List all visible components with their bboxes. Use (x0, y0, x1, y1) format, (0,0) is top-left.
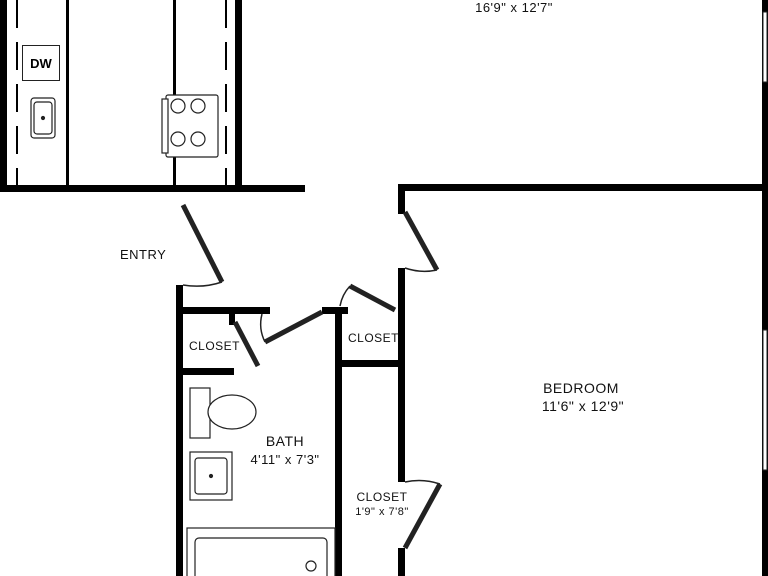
wall (335, 307, 342, 576)
bedroom-door (402, 210, 440, 272)
dishwasher: DW (22, 45, 60, 81)
door-swing (339, 285, 351, 307)
wall (235, 0, 242, 186)
wall (66, 0, 69, 186)
windows (762, 11, 768, 471)
wall (398, 548, 405, 576)
window (762, 329, 768, 471)
fixtures (30, 94, 336, 576)
door-swing (404, 267, 438, 273)
wall (398, 268, 405, 482)
door-swing (182, 281, 223, 287)
wall (342, 360, 398, 367)
entry-label: ENTRY (120, 247, 167, 262)
bedroom-closet-dimensions: 1'9" x 7'8" (355, 506, 409, 518)
toilet-tank (189, 387, 211, 439)
wall (398, 184, 405, 214)
door-swing (404, 479, 441, 485)
hall-closet-label: CLOSET (348, 331, 400, 345)
toilet-bowl (207, 394, 257, 430)
bath-closet-label: CLOSET (189, 339, 241, 353)
wall (0, 185, 305, 192)
wall (173, 0, 176, 186)
closet-door (232, 320, 261, 368)
wall (176, 307, 270, 314)
entry-door (180, 203, 225, 284)
bedroom-closet-label: CLOSET (356, 490, 408, 504)
living-room-dimensions: 16'9" x 12'7" (475, 0, 553, 15)
bedroom-label: BEDROOM (543, 380, 619, 396)
window (762, 11, 768, 83)
wall (176, 368, 234, 375)
closet-door (348, 283, 397, 313)
counter-dashes (16, 0, 227, 186)
closet-door (402, 482, 443, 550)
bath-dimensions: 4'11" x 7'3" (250, 452, 320, 467)
dishwasher-label: DW (30, 55, 52, 71)
door-swing (259, 313, 266, 343)
doors (180, 203, 443, 550)
wall (176, 285, 183, 576)
bedroom-dimensions: 11'6" x 12'9" (541, 398, 625, 414)
wall (762, 0, 768, 190)
wall (398, 184, 768, 191)
bath-label: BATH (265, 433, 305, 449)
bath-door (263, 309, 324, 345)
wall (229, 307, 235, 325)
wall (0, 0, 7, 190)
